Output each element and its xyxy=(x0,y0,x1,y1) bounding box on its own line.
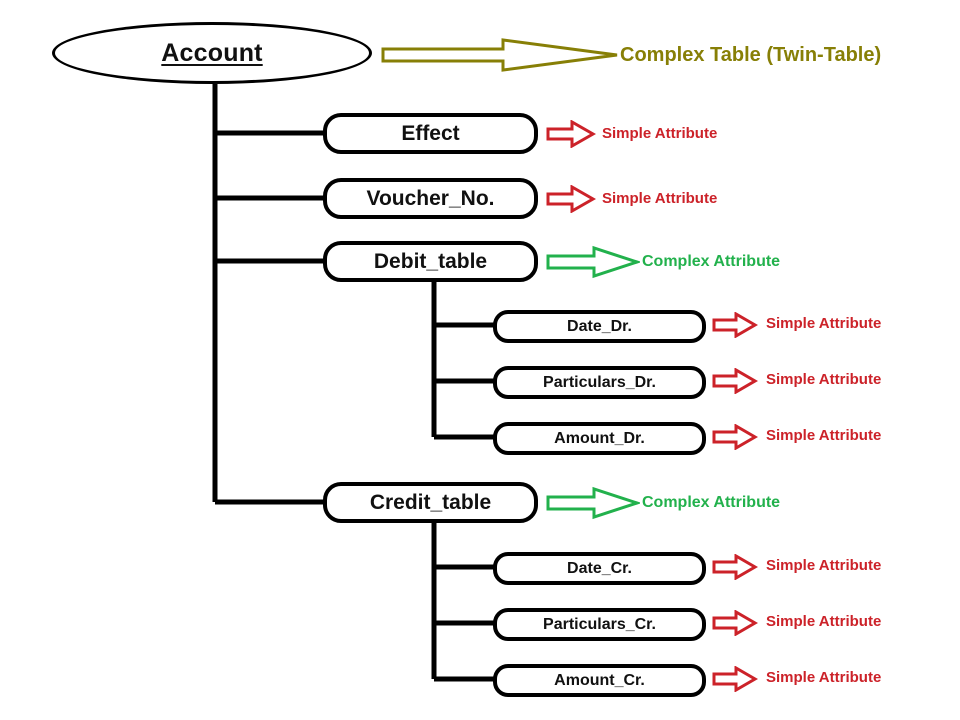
long-block-arrow-right-icon xyxy=(381,38,618,72)
callout-simple-attribute-amount-cr: Simple Attribute xyxy=(766,669,882,686)
callout-simple-attribute-particulars-cr: Simple Attribute xyxy=(766,613,882,630)
attribute-box-voucher-no[interactable]: Voucher_No. xyxy=(323,178,538,219)
attribute-box-amount-cr[interactable]: Amount_Cr. xyxy=(493,664,706,697)
attribute-label-effect: Effect xyxy=(401,122,460,145)
block-arrow-right-icon xyxy=(712,554,758,580)
block-arrow-right-icon xyxy=(546,245,640,279)
block-arrow-right-icon xyxy=(712,424,758,450)
block-arrow-right-icon xyxy=(712,666,758,692)
block-arrow-right-icon xyxy=(712,610,758,636)
attribute-label-amount-dr: Amount_Dr. xyxy=(554,429,645,447)
callout-simple-attribute-voucher-no: Simple Attribute xyxy=(602,190,718,207)
block-arrow-right-icon xyxy=(546,185,596,213)
attribute-label-particulars-cr: Particulars_Cr. xyxy=(543,615,656,633)
callout-complex-attribute-debit-table: Complex Attribute xyxy=(642,253,781,270)
attribute-box-particulars-dr[interactable]: Particulars_Dr. xyxy=(493,366,706,399)
callout-complex-attribute-credit-table: Complex Attribute xyxy=(642,494,781,511)
attribute-box-debit-table[interactable]: Debit_table xyxy=(323,241,538,282)
attribute-box-date-dr[interactable]: Date_Dr. xyxy=(493,310,706,343)
attribute-label-credit-table: Credit_table xyxy=(369,491,492,514)
block-arrow-right-icon xyxy=(546,486,640,520)
attribute-label-particulars-dr: Particulars_Dr. xyxy=(543,373,656,391)
attribute-box-effect[interactable]: Effect xyxy=(323,113,538,154)
attribute-label-date-cr: Date_Cr. xyxy=(567,559,632,577)
callout-simple-attribute-effect: Simple Attribute xyxy=(602,125,718,142)
callout-simple-attribute-date-cr: Simple Attribute xyxy=(766,557,882,574)
callout-simple-attribute-amount-dr: Simple Attribute xyxy=(766,427,882,444)
attribute-box-credit-table[interactable]: Credit_table xyxy=(323,482,538,523)
attribute-label-debit-table: Debit_table xyxy=(373,250,488,273)
callout-simple-attribute-particulars-dr: Simple Attribute xyxy=(766,371,882,388)
entity-account[interactable]: Account xyxy=(52,22,372,84)
entity-account-label: Account xyxy=(161,38,263,67)
block-arrow-right-icon xyxy=(712,312,758,338)
block-arrow-right-icon xyxy=(546,120,596,148)
attribute-box-date-cr[interactable]: Date_Cr. xyxy=(493,552,706,585)
block-arrow-right-icon xyxy=(712,368,758,394)
callout-complex-table: Complex Table (Twin-Table) xyxy=(620,44,882,66)
attribute-box-particulars-cr[interactable]: Particulars_Cr. xyxy=(493,608,706,641)
callout-simple-attribute-date-dr: Simple Attribute xyxy=(766,315,882,332)
attribute-box-amount-dr[interactable]: Amount_Dr. xyxy=(493,422,706,455)
attribute-label-voucher-no: Voucher_No. xyxy=(366,187,495,210)
attribute-label-date-dr: Date_Dr. xyxy=(567,317,632,335)
attribute-label-amount-cr: Amount_Cr. xyxy=(554,671,645,689)
